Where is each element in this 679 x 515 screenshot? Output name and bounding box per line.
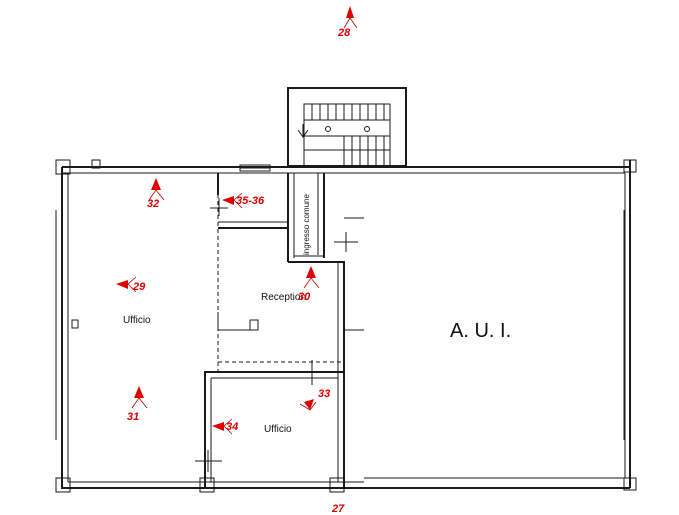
marker-label: 34 xyxy=(226,421,238,433)
room-label-entrance: ingresso comune xyxy=(302,194,311,255)
room-label-office-small: Ufficio xyxy=(264,424,292,435)
view-marker-28: 28 xyxy=(337,6,358,39)
marker-label: 33 xyxy=(318,388,330,400)
marker-label: 31 xyxy=(127,411,139,423)
marker-label: 30 xyxy=(298,291,311,303)
room-label-aui: A. U. I. xyxy=(450,320,511,342)
room-label-reception: Reception xyxy=(261,292,306,303)
marker-label: 29 xyxy=(132,281,146,293)
view-marker-31: 31 xyxy=(127,386,148,423)
marker-label: 27 xyxy=(331,503,345,515)
staircase xyxy=(287,87,407,167)
marker-label: 35-36 xyxy=(236,195,265,207)
view-marker-29: 29 xyxy=(116,276,146,293)
view-marker-27: 27 xyxy=(331,503,345,515)
view-marker-33: 33 xyxy=(299,388,330,411)
marker-label: 32 xyxy=(147,198,159,210)
room-label-office-left: Ufficio xyxy=(123,315,151,326)
view-marker-34: 34 xyxy=(212,418,238,435)
view-marker-32: 32 xyxy=(147,178,165,210)
interior-walls xyxy=(160,173,364,493)
marker-label: 28 xyxy=(337,27,351,39)
view-marker-35-36: 35-36 xyxy=(222,192,265,209)
building-outline xyxy=(55,159,637,493)
view-marker-30: 30 xyxy=(298,266,320,303)
